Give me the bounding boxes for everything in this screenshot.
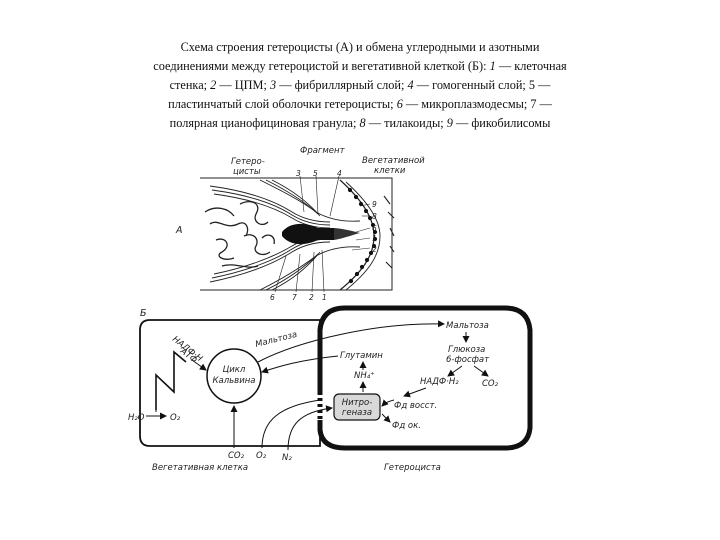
label-h2o: H₂O bbox=[128, 413, 145, 423]
caption-line-2: соединениями между гетероцистой и вегета… bbox=[153, 59, 567, 73]
figure-caption: Схема строения гетероцисты (А) и обмена … bbox=[88, 38, 632, 133]
num-right-2: 2 bbox=[372, 245, 377, 254]
vegetative-thylakoid-dashes bbox=[383, 195, 395, 269]
label-vegetative-cell: Вегетативная клетка bbox=[152, 463, 248, 473]
label-glutamine: Глутамин bbox=[340, 351, 383, 361]
label-nh4: NH₄⁺ bbox=[354, 371, 375, 381]
arrow-fd-nitrogenase bbox=[381, 399, 395, 407]
leader-lines bbox=[274, 175, 371, 293]
num-right-6: 6 bbox=[372, 224, 377, 233]
num-right-1: 1 bbox=[372, 234, 377, 243]
arrow-nitrogenase-fd-ox bbox=[381, 413, 391, 423]
num-bottom-1: 1 bbox=[322, 293, 327, 302]
phycobilisomes bbox=[347, 187, 378, 284]
panel-b-metabolic-exchange: Б НАДФ·Н АТФ Цикл Кальвина H₂O O₂ Мальто… bbox=[128, 305, 533, 473]
label-nadph-right: НАДФ·H₂ bbox=[420, 377, 459, 387]
arrow-n2-in bbox=[287, 405, 333, 451]
num-bottom-6: 6 bbox=[270, 293, 275, 302]
arrow-glucose-nadph bbox=[447, 365, 463, 377]
caption-line-4: пластинчатый слой оболочки гетероцисты; … bbox=[168, 97, 552, 111]
num-bottom-7: 7 bbox=[292, 293, 297, 302]
label-fd-ox: Фд ок. bbox=[392, 421, 421, 431]
num-right-9: 9 bbox=[372, 200, 377, 209]
label-glucose-2: 6-фосфат bbox=[446, 355, 490, 365]
calvin-cycle bbox=[206, 348, 262, 404]
panel-a-letter: А bbox=[175, 225, 183, 236]
num-right-8: 8 bbox=[372, 212, 377, 221]
thylakoids-heterocyst bbox=[204, 200, 275, 268]
heterocyst-outline bbox=[317, 305, 533, 451]
num-top-3: 3 bbox=[296, 169, 301, 178]
wall-layers-lower bbox=[209, 235, 361, 291]
label-maltose-left: Мальтоза bbox=[254, 330, 298, 350]
nitrogenase-line1: Нитро- bbox=[342, 398, 373, 408]
calvin-line1: Цикл bbox=[223, 365, 246, 375]
label-n2-bottom: N₂ bbox=[282, 453, 292, 463]
label-co2-right: CO₂ bbox=[482, 379, 499, 389]
num-bottom-2: 2 bbox=[309, 293, 314, 302]
label-glucose-1: Глюкоза bbox=[448, 345, 485, 355]
label-fd-red: Фд восст. bbox=[394, 401, 437, 411]
line-o2-path bbox=[261, 399, 321, 449]
num-top-4: 4 bbox=[337, 169, 342, 178]
label-heterocysts-line1: Гетеро- bbox=[231, 157, 265, 167]
arrow-glutamine-return bbox=[261, 355, 339, 374]
label-o2: O₂ bbox=[170, 413, 181, 423]
nitrogenase-line2: геназа bbox=[342, 408, 372, 418]
arrow-maltose-transfer bbox=[257, 320, 445, 363]
vegetative-cell-outline bbox=[139, 319, 321, 447]
caption-line-5: полярная цианофициновая гранула; 8 — тил… bbox=[169, 116, 551, 130]
panel-b-letter: Б bbox=[140, 308, 147, 319]
label-heterocysts-line2: цисты bbox=[233, 167, 261, 177]
polar-granule bbox=[282, 223, 334, 245]
caption-line-1: Схема строения гетероцисты (А) и обмена … bbox=[180, 40, 540, 54]
calvin-line2: Кальвина bbox=[213, 376, 256, 386]
wall-layers-upper bbox=[209, 179, 361, 229]
caption-line-3: стенка; 2 — ЦПМ; 3 — фибриллярный слой; … bbox=[169, 78, 551, 92]
arrow-to-calvin bbox=[191, 359, 207, 371]
nitrogenase-box bbox=[333, 393, 381, 421]
label-heterocyst-cell: Гетероциста bbox=[384, 463, 441, 473]
arrow-glucose-co2 bbox=[473, 365, 489, 377]
arrow-nadph-fd bbox=[403, 387, 427, 398]
microplasmodesmata bbox=[334, 228, 360, 240]
label-vegetative-line2: клетки bbox=[374, 166, 406, 176]
label-o2-bottom: O₂ bbox=[256, 451, 267, 461]
vegetative-thylakoid bbox=[345, 181, 381, 291]
label-co2-bottom: CO₂ bbox=[228, 451, 245, 461]
label-vegetative-line1: Вегетативной bbox=[362, 156, 425, 166]
num-top-5: 5 bbox=[313, 169, 318, 178]
label-fragment: Фрагмент bbox=[300, 146, 346, 156]
label-maltose-right: Мальтоза bbox=[446, 321, 489, 331]
photosystem-zigzag bbox=[155, 350, 187, 410]
panel-a-heterocyst-section: А Гетеро- цисты Фрагмент Вегетативной кл… bbox=[175, 146, 425, 302]
